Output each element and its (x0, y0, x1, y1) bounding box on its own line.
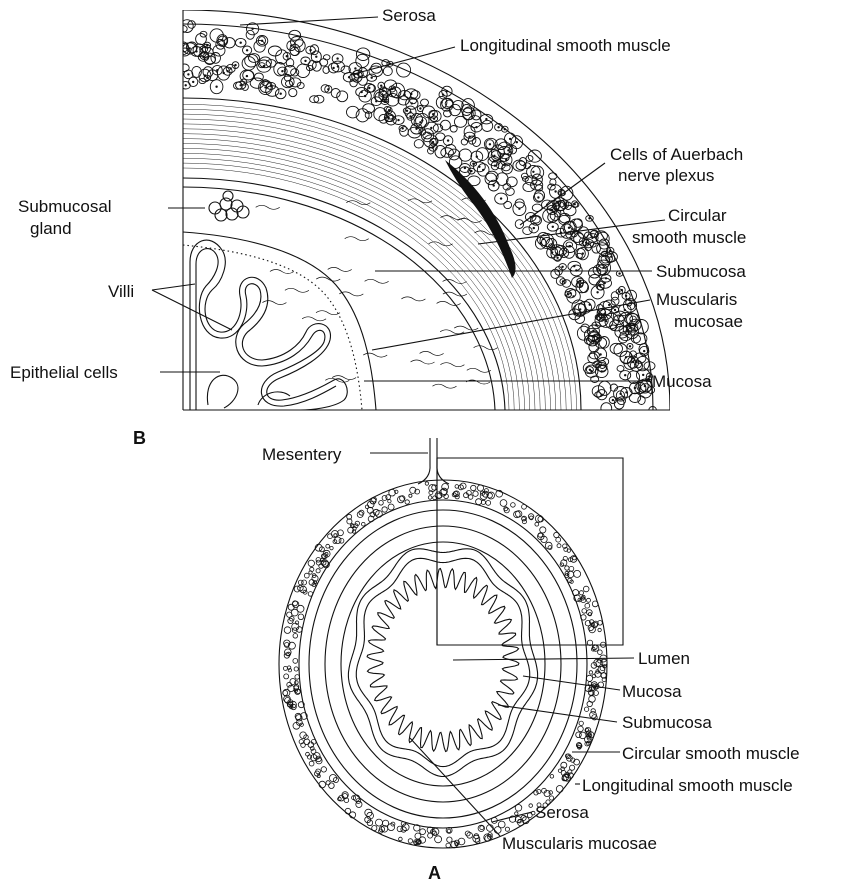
panel-b-longitudinal-inner-edge (183, 98, 581, 410)
label-a-circular-smooth-muscle: Circular smooth muscle (622, 744, 800, 763)
label-b-cells-of-auerbach: Cells of Auerbach (610, 145, 743, 164)
panel-a-reference-box (437, 458, 623, 645)
panel-b-longitudinal-cells (178, 20, 657, 414)
label-b-serosa: Serosa (382, 6, 436, 25)
panel-a-mesentery-left (418, 438, 430, 484)
label-b-longitudinal-smooth-muscle: Longitudinal smooth muscle (460, 36, 671, 55)
panel-a-mesentery-right (437, 438, 449, 484)
panel-b-mucosa-boundary (183, 232, 376, 410)
label-b-circular: Circular (668, 206, 727, 225)
label-b-gland: gland (30, 219, 72, 238)
panel-b-muscularis-mucosae (183, 178, 505, 410)
panel-letter-b: B (133, 428, 146, 448)
panel-b-section (178, 10, 670, 414)
panel-letter-a: A (428, 863, 441, 883)
label-b-muscularis: Muscularis (656, 290, 737, 309)
panel-b-serosa-inner (183, 24, 653, 410)
label-a-submucosa: Submucosa (622, 713, 712, 732)
label-b-mucosae: mucosae (674, 312, 743, 331)
label-a-serosa: Serosa (535, 803, 589, 822)
panel-a-longitudinal-inner (299, 500, 587, 828)
panel-b-submucosal-gland (209, 191, 249, 221)
panel-a-circular-muscle (309, 510, 577, 818)
label-b-epithelial-cells: Epithelial cells (10, 363, 118, 382)
panel-b-frame (183, 10, 670, 410)
label-b-submucosa: Submucosa (656, 262, 746, 281)
panel-a-longitudinal-cells (283, 482, 608, 848)
label-a-longitudinal-smooth-muscle: Longitudinal smooth muscle (582, 776, 793, 795)
label-a-muscularis-mucosae: Muscularis mucosae (502, 834, 657, 853)
panel-b-serosa-outer (183, 10, 670, 410)
label-a-mesentery: Mesentery (262, 445, 342, 464)
label-b-mucosa: Mucosa (652, 372, 712, 391)
panel-a-circular-inner (325, 526, 561, 802)
panel-b-villi (190, 240, 347, 410)
label-a-mucosa: Mucosa (622, 682, 682, 701)
label-b-villi: Villi (108, 282, 134, 301)
panel-b-circular-lines (183, 104, 577, 410)
label-a-lumen: Lumen (638, 649, 690, 668)
label-b-submucosal: Submucosal (18, 197, 112, 216)
label-b-smooth-muscle: smooth muscle (632, 228, 746, 247)
panel-a-section (279, 438, 623, 848)
label-b-nerve-plexus: nerve plexus (618, 166, 714, 185)
